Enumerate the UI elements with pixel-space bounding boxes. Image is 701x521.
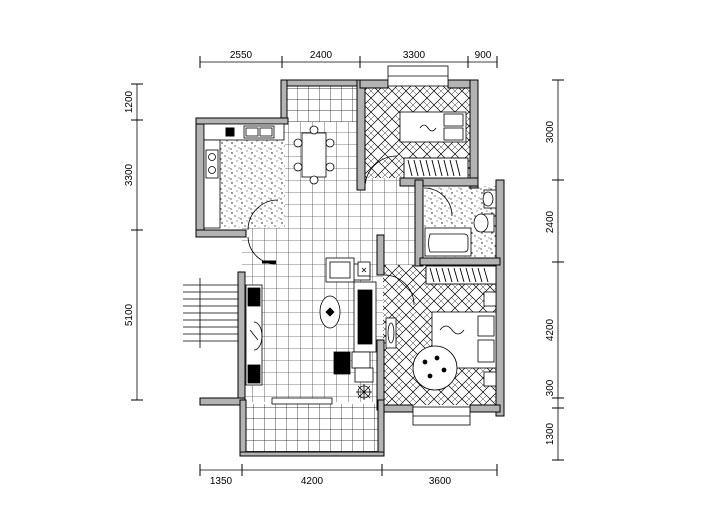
tv-cabinet-icon [245, 284, 263, 386]
kitchen-box [225, 127, 235, 137]
dim-right-1: 3000 [545, 120, 556, 143]
dining-balcony-floor [285, 84, 360, 122]
washbasin-icon [482, 189, 497, 209]
bathtub-icon [424, 227, 472, 257]
dim-left-3: 5100 [124, 303, 135, 326]
bedroom-bottom-door-swing [383, 274, 415, 306]
dim-top-4: 900 [475, 50, 492, 61]
toilet-icon [473, 213, 495, 233]
dim-top-3: 3300 [403, 50, 426, 61]
side-cabinet-icon [354, 367, 374, 383]
wardrobe-icon-bottom [425, 265, 497, 285]
coffee-table-icon [319, 295, 341, 329]
window-balcony-bottom [271, 397, 333, 405]
dim-right-5: 1300 [545, 422, 556, 445]
entry-door-swing [247, 236, 277, 265]
potted-plant-icon [356, 384, 372, 400]
dim-bottom-1: 1350 [210, 476, 233, 487]
stair-icon [183, 278, 238, 348]
door-swing-icon [247, 199, 279, 231]
bathroom-door-swing [423, 187, 453, 217]
double-bed-icon [399, 111, 467, 143]
round-table-icon [412, 345, 458, 391]
wardrobe-icon [403, 157, 469, 179]
dim-bottom-3: 3600 [429, 476, 452, 487]
bedroom-top-door-swing [364, 155, 398, 187]
dim-left-2: 3300 [124, 163, 135, 186]
dim-left-1: 1200 [124, 90, 135, 113]
stove-icon [205, 149, 219, 179]
ottoman-icon [333, 351, 351, 375]
dresser-icon [385, 317, 397, 349]
dim-bottom-2: 4200 [301, 476, 324, 487]
windows [271, 65, 471, 426]
dining-table-icon [293, 125, 335, 185]
dim-top-1: 2550 [230, 50, 253, 61]
dim-right-2: 2400 [545, 210, 556, 233]
walls [195, 79, 505, 457]
dimension-lines: 2550 2400 3300 900 1350 4200 3600 1200 3… [124, 50, 564, 487]
dim-right-3: 4200 [545, 318, 556, 341]
dim-right-4: 300 [545, 379, 556, 396]
dim-top-2: 2400 [310, 50, 333, 61]
armchair-icon [325, 257, 371, 283]
sink-icon [243, 125, 275, 139]
kitchen-floor [215, 140, 285, 228]
south-balcony-floor [244, 404, 382, 454]
